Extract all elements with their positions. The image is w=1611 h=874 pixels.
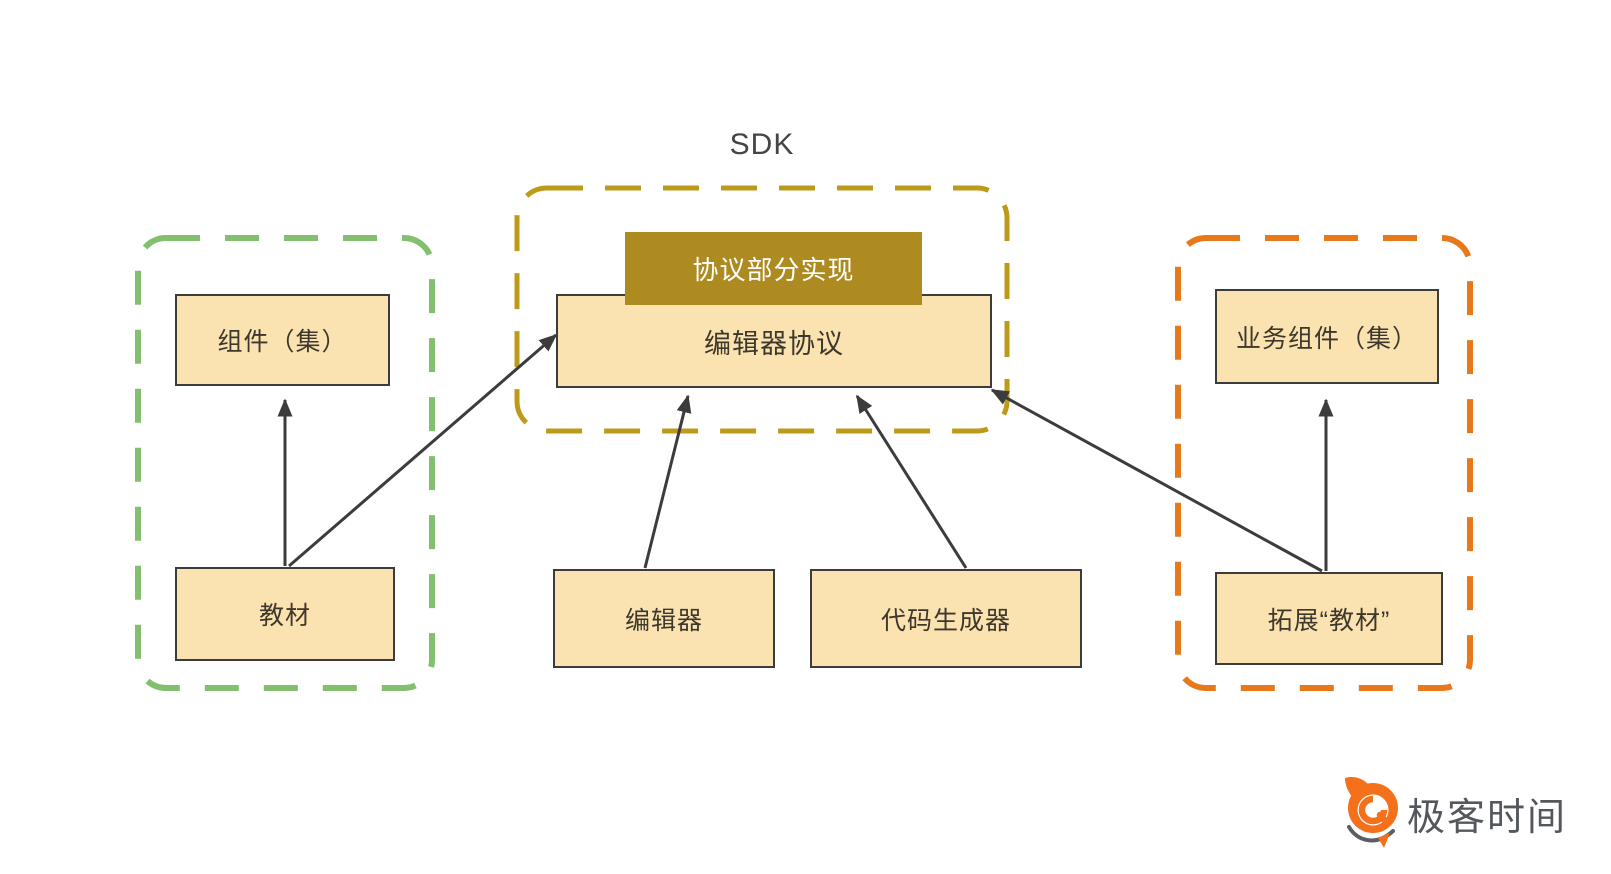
node-protocol-impl: 协议部分实现 — [625, 232, 922, 305]
node-editor-label: 编辑器 — [624, 606, 703, 635]
node-protocol-impl-label: 协议部分实现 — [692, 255, 855, 285]
geektime-logo: 极客时间 — [1342, 774, 1567, 852]
geektime-logo-text: 极客时间 — [1407, 796, 1568, 839]
node-editor: 编辑器 — [553, 569, 775, 668]
node-code-generator-label: 代码生成器 — [880, 606, 1011, 635]
node-editor-protocol: 编辑器协议 — [556, 294, 992, 388]
node-editor-protocol-label: 编辑器协议 — [704, 328, 844, 359]
geektime-logo-icon — [1342, 775, 1400, 851]
arrow-extended-material-to-editor-protocol — [990, 388, 1323, 573]
node-code-generator: 代码生成器 — [810, 569, 1082, 668]
sdk-group-title: SDK — [729, 128, 795, 161]
node-material: 教材 — [175, 567, 395, 661]
node-business-component-set: 业务组件（集） — [1215, 289, 1439, 384]
node-component-set-label: 组件（集） — [217, 328, 348, 356]
node-extended-material-label: 拓展“教材” — [1267, 606, 1391, 635]
node-component-set: 组件（集） — [175, 294, 390, 386]
node-business-component-set-label: 业务组件（集） — [1235, 324, 1418, 353]
arrow-code-generator-to-editor-protocol — [855, 394, 968, 569]
node-material-label: 教材 — [258, 602, 311, 630]
node-extended-material: 拓展“教材” — [1215, 572, 1443, 665]
arrow-editor-to-editor-protocol — [643, 394, 692, 569]
